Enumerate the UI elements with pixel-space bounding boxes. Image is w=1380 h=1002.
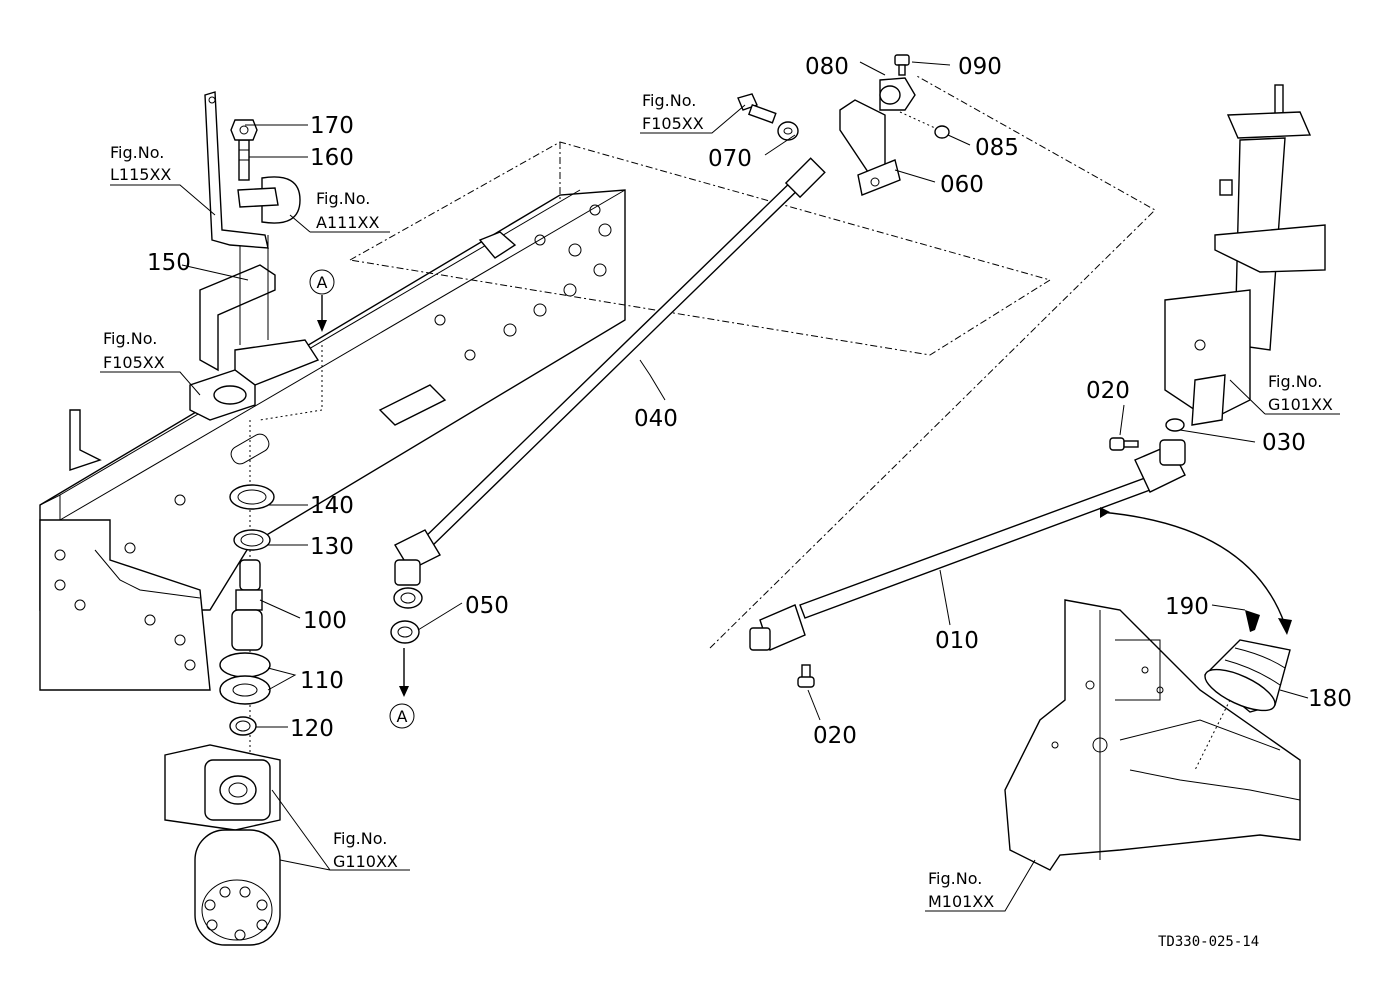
label-110: 110 [300,668,344,694]
label-070: 070 [708,146,752,172]
svg-text:Fig.No.: Fig.No. [928,869,982,888]
svg-text:Fig.No.: Fig.No. [316,189,370,208]
svg-text:A111XX: A111XX [316,213,379,232]
boot-180 [1203,639,1291,713]
label-170: 170 [310,113,354,139]
shaft-010 [749,439,1186,651]
bolt-160 [238,139,250,181]
label-060: 060 [940,172,984,198]
label-150: 150 [147,250,191,276]
label-140: 140 [310,493,354,519]
shaft-stack [219,420,275,760]
label-180: 180 [1308,686,1352,712]
frame-assembly [39,189,626,691]
label-190: 190 [1165,594,1209,620]
label-090: 090 [958,54,1002,80]
bearing-080 [879,77,916,111]
bracket-060 [839,99,901,196]
bolt-020-upper [1109,437,1139,451]
svg-text:Fig.No.: Fig.No. [642,91,696,110]
label-020-upper: 020 [1086,378,1130,404]
label-160: 160 [310,145,354,171]
label-120: 120 [290,716,334,742]
steering-column [1164,84,1326,426]
figref-f105-top: Fig.No. F105XX [642,91,704,133]
label-040: 040 [634,406,678,432]
figref-m101: Fig.No. M101XX [928,869,994,911]
label-085: 085 [975,135,1019,161]
bracket-150 [189,235,320,421]
figref-a111: Fig.No. A111XX [316,189,379,232]
marker-a-bottom: A [397,707,408,726]
leader-lines [100,61,1340,912]
bolt-090 [894,54,910,76]
svg-text:G110XX: G110XX [333,852,398,871]
svg-text:Fig.No.: Fig.No. [333,829,387,848]
label-080: 080 [805,54,849,80]
lever [204,91,269,249]
figref-l115: Fig.No. L115XX [110,143,171,184]
floor-panel [1004,599,1301,871]
svg-text:M101XX: M101XX [928,892,994,911]
svg-text:G101XX: G101XX [1268,395,1333,414]
washer-030 [1165,418,1185,432]
svg-text:L115XX: L115XX [110,165,171,184]
label-010: 010 [935,628,979,654]
svg-text:F105XX: F105XX [103,353,165,372]
svg-text:Fig.No.: Fig.No. [110,143,164,162]
bolt-020-lower [797,664,815,688]
label-030: 030 [1262,430,1306,456]
label-020-lower: 020 [813,723,857,749]
steering-valve [164,744,281,946]
figref-f105-left: Fig.No. F105XX [103,329,165,372]
figref-g101: Fig.No. G101XX [1268,372,1333,414]
label-130: 130 [310,534,354,560]
bushing-050 [390,620,420,644]
frame-holes [54,204,612,671]
nut-170 [230,119,258,141]
clamp [237,176,301,224]
label-100: 100 [303,608,347,634]
drawing-code: TD330-025-14 [1158,934,1259,950]
marker-a-top: A [317,273,328,292]
svg-text:Fig.No.: Fig.No. [1268,372,1322,391]
bolt-070 [737,93,799,141]
shaft-040 [393,157,826,609]
figref-g110: Fig.No. G110XX [333,829,398,871]
nut-085 [934,125,950,139]
svg-text:Fig.No.: Fig.No. [103,329,157,348]
svg-text:F105XX: F105XX [642,114,704,133]
label-050: 050 [465,593,509,619]
